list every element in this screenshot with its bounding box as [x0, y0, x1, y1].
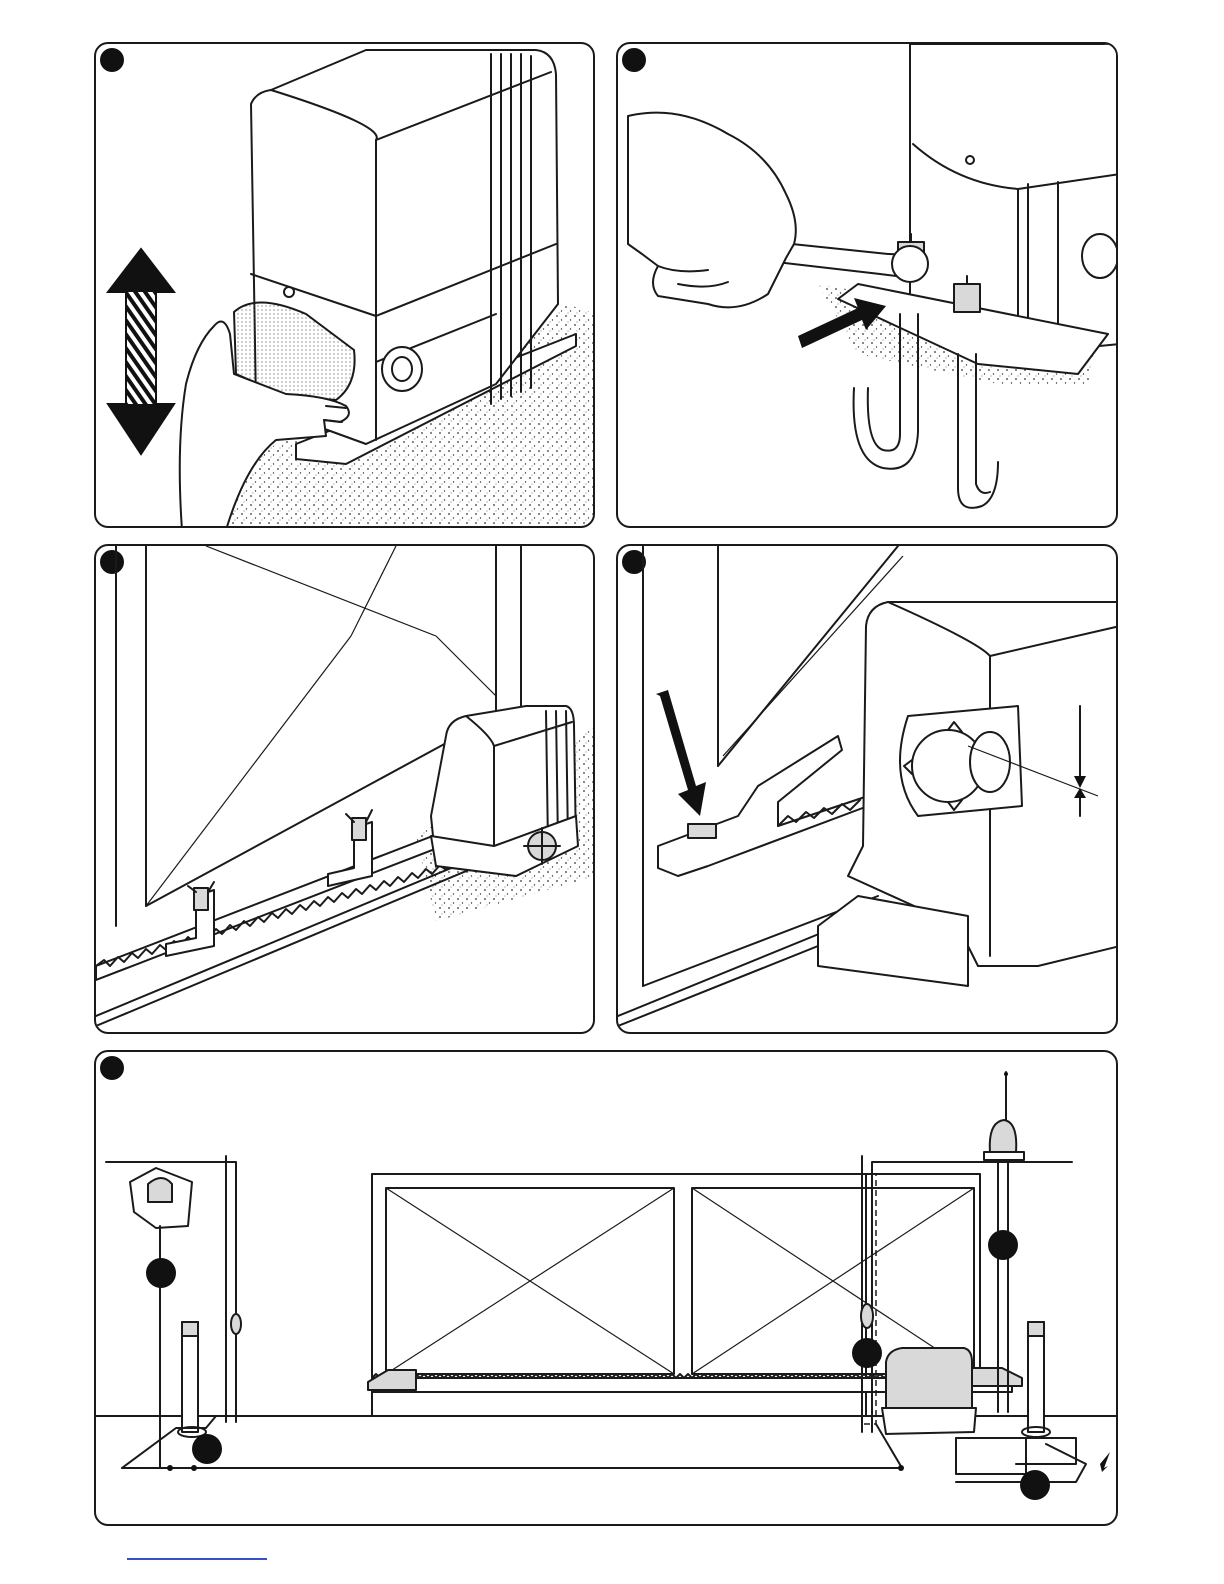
tighten-anchor-nuts-illustration [618, 44, 1118, 528]
panel-installation-overview [94, 1050, 1118, 1526]
installation-overview-illustration [96, 1052, 1118, 1526]
footer-rule [127, 1558, 267, 1560]
key-selector-marker [146, 1258, 176, 1288]
panel-tighten-anchor-nuts [616, 42, 1118, 528]
panel-rack-pinion-clearance [616, 544, 1118, 1034]
edge-marker [852, 1338, 882, 1368]
rack-clamped-to-gate-illustration [96, 546, 595, 1034]
panel-lift-cover [94, 42, 595, 528]
lift-cover-illustration [96, 44, 595, 528]
panel-rack-clamped-to-gate [94, 544, 595, 1034]
photocell-marker [192, 1434, 222, 1464]
rack-pinion-clearance-illustration [618, 546, 1118, 1034]
flashing-light-marker [988, 1230, 1018, 1260]
mains-marker [1020, 1470, 1050, 1500]
